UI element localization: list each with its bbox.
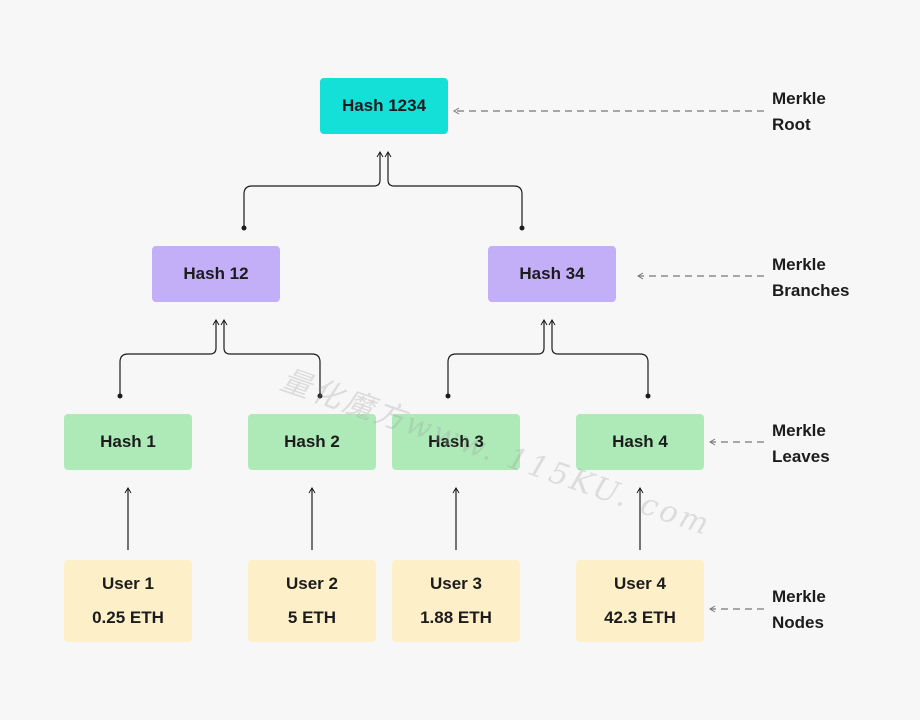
user-name: User 4 <box>614 574 666 593</box>
user-node-4: User 4 42.3 ETH <box>576 560 704 642</box>
user-name: User 1 <box>102 574 154 593</box>
user-amount: 5 ETH <box>287 608 337 627</box>
connector-hash4-to-hash34 <box>548 319 649 396</box>
leaf-node-hash3: Hash 3 <box>392 414 520 470</box>
leaf-label: Hash 3 <box>428 432 484 451</box>
label-merkle-root: Merkle Root <box>772 89 826 134</box>
branch-node-hash34: Hash 34 <box>488 246 616 302</box>
user-node-2: User 2 5 ETH <box>248 560 376 642</box>
user-name: User 2 <box>286 574 338 593</box>
merkle-root-node: Hash 1234 <box>320 78 448 134</box>
branch-node-hash12: Hash 12 <box>152 246 280 302</box>
connector-hash3-to-hash34 <box>447 319 548 396</box>
connector-hash1-to-hash12 <box>119 319 220 396</box>
leaf-node-hash4: Hash 4 <box>576 414 704 470</box>
user-node-3: User 3 1.88 ETH <box>392 560 520 642</box>
connector-hash34-to-root <box>384 151 523 228</box>
label-merkle-nodes: Merkle Nodes <box>772 587 826 632</box>
branch-label: Hash 34 <box>519 264 585 283</box>
user-name: User 3 <box>430 574 482 593</box>
label-merkle-leaves: Merkle Leaves <box>772 421 830 466</box>
leaf-label: Hash 4 <box>612 432 668 451</box>
connector-hash2-to-hash12 <box>220 319 321 396</box>
user-node-1: User 1 0.25 ETH <box>64 560 192 642</box>
user-amount: 42.3 ETH <box>604 608 676 627</box>
root-label: Hash 1234 <box>341 96 427 115</box>
leaf-node-hash1: Hash 1 <box>64 414 192 470</box>
branch-label: Hash 12 <box>183 264 249 283</box>
connector-hash12-to-root <box>243 151 384 228</box>
user-amount: 1.88 ETH <box>420 608 492 627</box>
leaf-label: Hash 2 <box>284 432 340 451</box>
leaf-label: Hash 1 <box>100 432 156 451</box>
label-merkle-branches: Merkle Branches <box>772 255 850 300</box>
user-amount: 0.25 ETH <box>92 608 164 627</box>
leaf-node-hash2: Hash 2 <box>248 414 376 470</box>
